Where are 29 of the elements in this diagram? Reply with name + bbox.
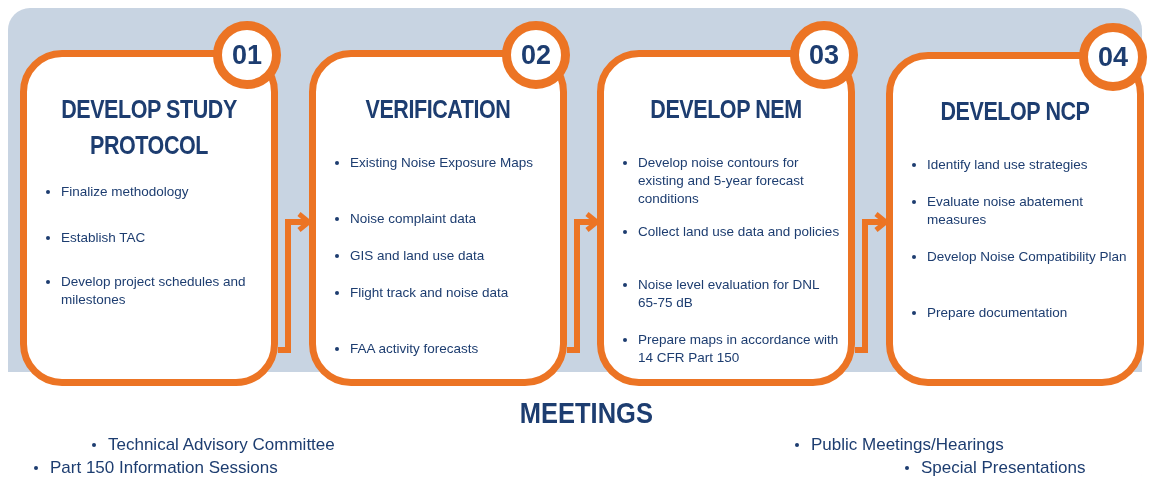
bullet-item: Establish TAC <box>45 229 265 248</box>
bullet-item: Part 150 Information Sessions <box>32 458 278 478</box>
bullet-item: Evaluate noise abatement measures <box>911 193 1131 230</box>
bullet-item: FAA activity forecasts <box>334 340 554 359</box>
arrow <box>855 211 889 353</box>
card-title: DEVELOP NCP <box>939 96 1091 127</box>
panel-title: MEETINGS <box>520 396 654 430</box>
card-title: DEVELOP NEM <box>649 94 803 125</box>
bullet-item: Special Presentations <box>903 458 1086 478</box>
bullet-item: Collect land use data and policies <box>622 223 842 242</box>
step-number-badge: 04 <box>1079 23 1147 91</box>
arrow <box>278 211 312 353</box>
bullet-item: Identify land use strategies <box>911 156 1131 175</box>
bullet-item: Public Meetings/Hearings <box>793 435 1004 455</box>
bullet-item: Develop Noise Compatibility Plan <box>911 248 1131 267</box>
bullet-item: Develop noise contours for existing and 5-year forecast conditions <box>622 154 842 209</box>
card-title: VERIFICATION <box>364 94 512 125</box>
bullet-item: Develop project schedules and milestones <box>45 273 265 310</box>
bullet-item: Finalize methodology <box>45 183 265 202</box>
bullet-item: Prepare maps in accordance with 14 CFR Part 150 <box>622 331 842 368</box>
bullet-item: Technical Advisory Committee <box>90 435 335 455</box>
bullet-item: Prepare documentation <box>911 304 1131 323</box>
bullet-item: Existing Noise Exposure Maps <box>334 154 554 173</box>
arrow <box>567 211 600 353</box>
bullet-item: Noise level evaluation for DNL 65-75 dB <box>622 276 842 313</box>
bullet-item: Noise complaint data <box>334 210 554 229</box>
bullet-item: Flight track and noise data <box>334 284 554 303</box>
card-title: DEVELOP STUDY PROTOCOL <box>60 94 238 162</box>
bullet-item: GIS and land use data <box>334 247 554 266</box>
